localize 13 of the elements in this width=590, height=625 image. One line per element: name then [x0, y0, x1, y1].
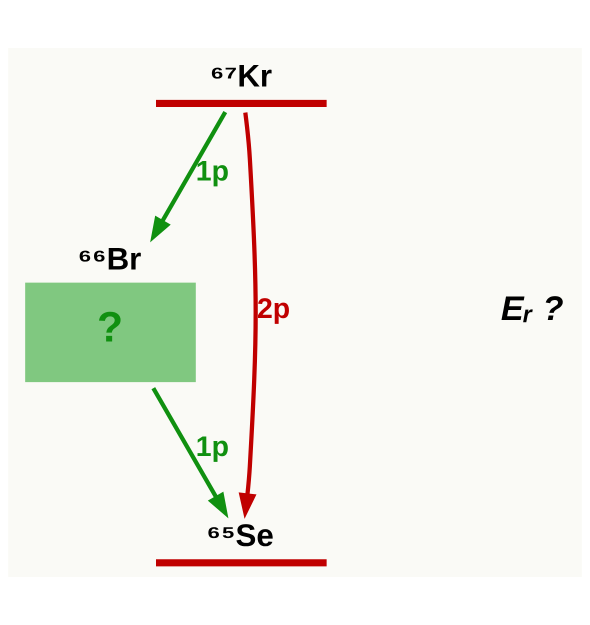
label: Eᵣ ?	[500, 290, 564, 328]
arrow	[150, 111, 228, 242]
node-box: ?	[25, 282, 196, 382]
node-label: ⁶⁷Kr	[210, 58, 272, 94]
node-box	[156, 559, 327, 566]
edge-label: 1p	[196, 155, 229, 188]
node-label: ⁶⁶Br	[78, 241, 142, 276]
arrow	[151, 387, 228, 518]
edge-label: 2p	[256, 293, 290, 326]
node-label: ⁶⁵Se	[206, 518, 274, 553]
arrow	[238, 112, 258, 519]
edge-label: 1p	[196, 431, 229, 464]
node-box	[156, 100, 327, 108]
